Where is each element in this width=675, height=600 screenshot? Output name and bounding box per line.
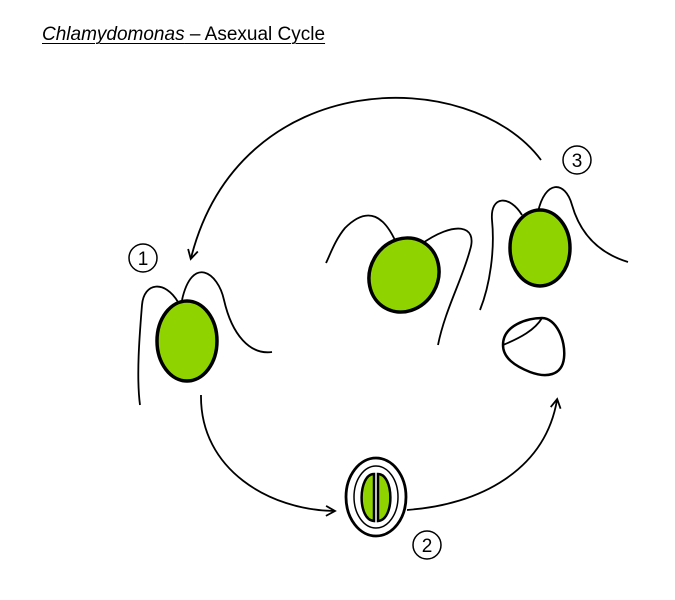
stage3a-flagellum-right [419, 227, 473, 346]
step-circle-2 [412, 530, 442, 560]
stage3b-flagellum-left [479, 199, 523, 311]
step-marker-2: 2 [412, 530, 442, 560]
stage3a-cell-body [367, 236, 441, 314]
stage2-daughter-cell-right [376, 472, 392, 523]
step-label-1: 1 [138, 249, 149, 270]
stage3-daughter-cell-a [325, 214, 473, 346]
step-circle-1 [128, 243, 158, 273]
diagram-title: Chlamydomonas – Asexual Cycle [42, 24, 325, 46]
stage1-flagellum-left [137, 285, 179, 406]
stage2-dividing-cell [344, 456, 408, 538]
step-label-2: 2 [422, 536, 433, 557]
empty-wall-shell [501, 316, 566, 377]
stage3b-flagellum-right [537, 186, 629, 263]
step-marker-1: 1 [128, 243, 158, 273]
step-marker-3: 3 [562, 145, 592, 175]
step-circle-3 [562, 145, 592, 175]
stage3-empty-parent-wall [501, 316, 566, 377]
arrow-stage2-to-stage3 [406, 397, 562, 511]
stage3a-flagellum-left [325, 214, 399, 264]
step-label-3: 3 [572, 151, 583, 172]
stage1-cell-body [155, 299, 219, 383]
stage1-flagellum-right [181, 271, 273, 354]
empty-wall-opening [502, 317, 543, 346]
title-rest: – Asexual Cycle [184, 24, 326, 45]
stage3-daughter-cell-b [479, 186, 629, 311]
arrow-stage1-to-stage2 [200, 394, 337, 517]
title-genus: Chlamydomonas [42, 24, 185, 45]
stage2-daughter-cell-left [360, 472, 376, 523]
stage1-cell [137, 271, 273, 406]
arrow-stage3-to-stage1 [187, 96, 542, 261]
stage3b-cell-body [508, 208, 572, 288]
